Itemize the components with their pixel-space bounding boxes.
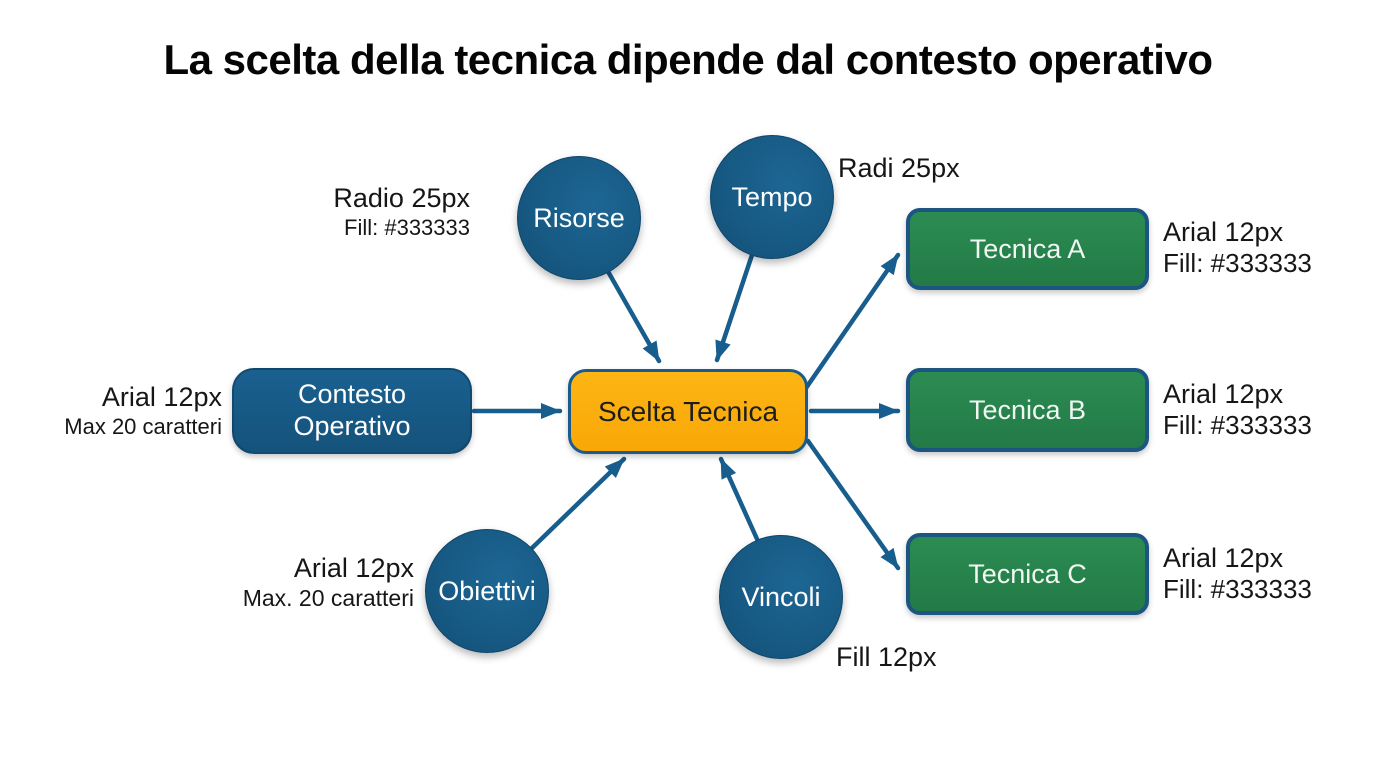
node-tecnica-c: Tecnica C (906, 533, 1149, 615)
node-vincoli-label: Vincoli (741, 581, 821, 612)
annotation-contesto-line2: Max 20 caratteri (64, 413, 222, 439)
annotation-contesto-line1: Arial 12px (101, 382, 222, 412)
annotation-obiettivi-line2: Max. 20 caratteri (242, 584, 414, 611)
annotation-tecnica-b: Arial 12px Fill: #333333 (1163, 379, 1312, 440)
node-risorse: Risorse (517, 156, 641, 280)
node-vincoli: Vincoli (719, 535, 843, 659)
node-contesto-operativo: Contesto Operativo (232, 368, 472, 454)
node-obiettivi: Obiettivi (425, 529, 549, 653)
annotation-obiettivi-line1: Arial 12px (293, 553, 414, 583)
annotation-vincoli: Fill 12px (836, 642, 937, 673)
contesto-line1: Contesto (297, 379, 407, 410)
annotation-obiettivi: Arial 12px Max. 20 caratteri (242, 553, 414, 611)
node-tempo-label: Tempo (731, 181, 813, 212)
annotation-tempo: Radi 25px (838, 153, 960, 184)
arrow-tempo-to-scelta (714, 249, 756, 363)
annotation-tecnica-a-line2: Fill: #333333 (1163, 247, 1312, 278)
annotation-tecnica-a-line1: Arial 12px (1163, 217, 1284, 247)
annotation-contesto: Arial 12px Max 20 caratteri (64, 382, 222, 439)
annotation-risorse: Radio 25px Fill: #333333 (333, 183, 470, 240)
node-tecnica-b-label: Tecnica B (968, 394, 1087, 425)
annotation-tecnica-b-line1: Arial 12px (1163, 379, 1284, 409)
node-tecnica-b: Tecnica B (906, 368, 1149, 452)
arrow-scelta-to-tecnica-a (803, 252, 901, 391)
annotation-tecnica-c-line1: Arial 12px (1163, 543, 1284, 573)
node-tecnica-c-label: Tecnica C (968, 558, 1087, 589)
node-tempo: Tempo (710, 135, 834, 259)
page-title: La scelta della tecnica dipende dal cont… (163, 36, 1213, 83)
annotation-tecnica-a: Arial 12px Fill: #333333 (1163, 217, 1312, 278)
annotation-risorse-line1: Radio 25px (333, 183, 470, 213)
node-risorse-label: Risorse (533, 202, 625, 233)
annotation-risorse-line2: Fill: #333333 (344, 214, 470, 240)
arrow-scelta-to-tecnica-c (805, 438, 901, 571)
node-scelta-tecnica-label: Scelta Tecnica (597, 395, 779, 427)
annotation-tempo-line1: Radi 25px (838, 153, 960, 183)
node-obiettivi-label: Obiettivi (438, 575, 536, 606)
annotation-tecnica-c-line2: Fill: #333333 (1163, 573, 1312, 604)
contesto-line2: Operativo (293, 411, 411, 441)
annotation-tecnica-b-line2: Fill: #333333 (1163, 409, 1312, 440)
node-tecnica-a-label: Tecnica A (969, 233, 1086, 264)
arrow-obiettivi-to-scelta (528, 456, 627, 552)
annotation-vincoli-line1: Fill 12px (836, 642, 937, 672)
node-scelta-tecnica: Scelta Tecnica (568, 369, 808, 454)
node-tecnica-a: Tecnica A (906, 208, 1149, 290)
annotation-tecnica-c: Arial 12px Fill: #333333 (1163, 543, 1312, 604)
arrow-risorse-to-scelta (603, 265, 662, 364)
node-contesto-operativo-label: Contesto Operativo (293, 379, 410, 443)
arrow-vincoli-to-scelta (718, 456, 760, 542)
